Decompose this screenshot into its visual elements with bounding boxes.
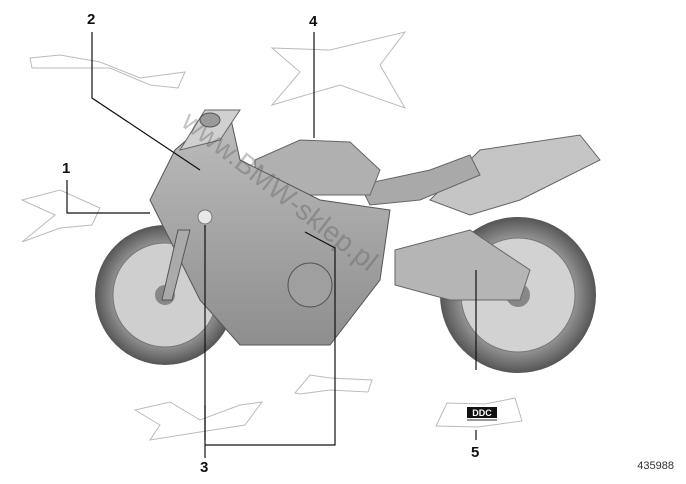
mirror [199,112,221,128]
image-number: 435988 [637,460,674,472]
leader-lines [66,32,477,458]
windscreen [178,109,241,151]
tail-section [429,134,601,216]
decal-marker [197,209,213,225]
ddc-decal-logo: DDC [467,407,497,421]
swingarm [394,229,531,301]
callout-5[interactable]: 5 [471,444,480,461]
callout-1[interactable]: 1 [62,160,71,177]
decal-5-outline [435,397,523,428]
ddc-logo-text: DDC [472,408,492,418]
callout-2[interactable]: 2 [87,11,96,28]
callout-4[interactable]: 4 [309,13,318,30]
front-fork [161,229,191,301]
seat [359,154,481,206]
decal-3-outline [133,401,264,441]
decal-4-outline [270,31,407,109]
callout-3[interactable]: 3 [200,459,209,476]
engine-cover [287,262,333,308]
hp-decal-logo [294,374,373,395]
decal-2-outline [29,54,186,89]
decal-1-outline [20,189,101,243]
